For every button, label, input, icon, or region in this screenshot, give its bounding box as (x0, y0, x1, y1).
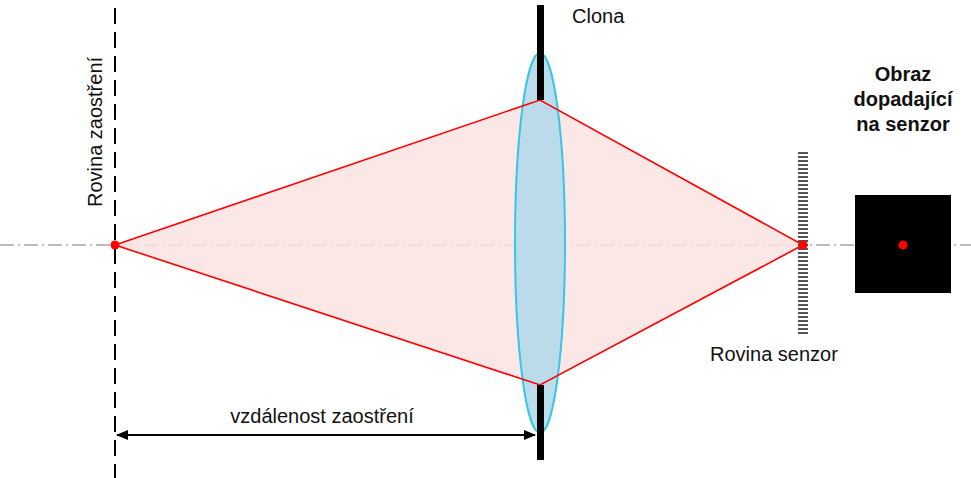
sensor-plane (798, 152, 808, 336)
dimension-label: vzdálenost zaostření (230, 404, 413, 428)
image-point (899, 241, 908, 250)
plane-label: Rovina zaostření (83, 57, 107, 207)
light-rays (115, 100, 803, 385)
object-point (111, 241, 120, 250)
image-point (799, 241, 808, 250)
image-heading: Obraz dopadající na senzor (845, 62, 961, 137)
sensor-image (855, 195, 951, 293)
aperture-blade (537, 5, 544, 100)
dimension-line (117, 434, 535, 436)
aperture-blade (537, 385, 544, 460)
plane-label: Rovina senzor (710, 342, 838, 366)
aperture-label: Clona (572, 4, 624, 28)
light-cone (115, 100, 803, 385)
